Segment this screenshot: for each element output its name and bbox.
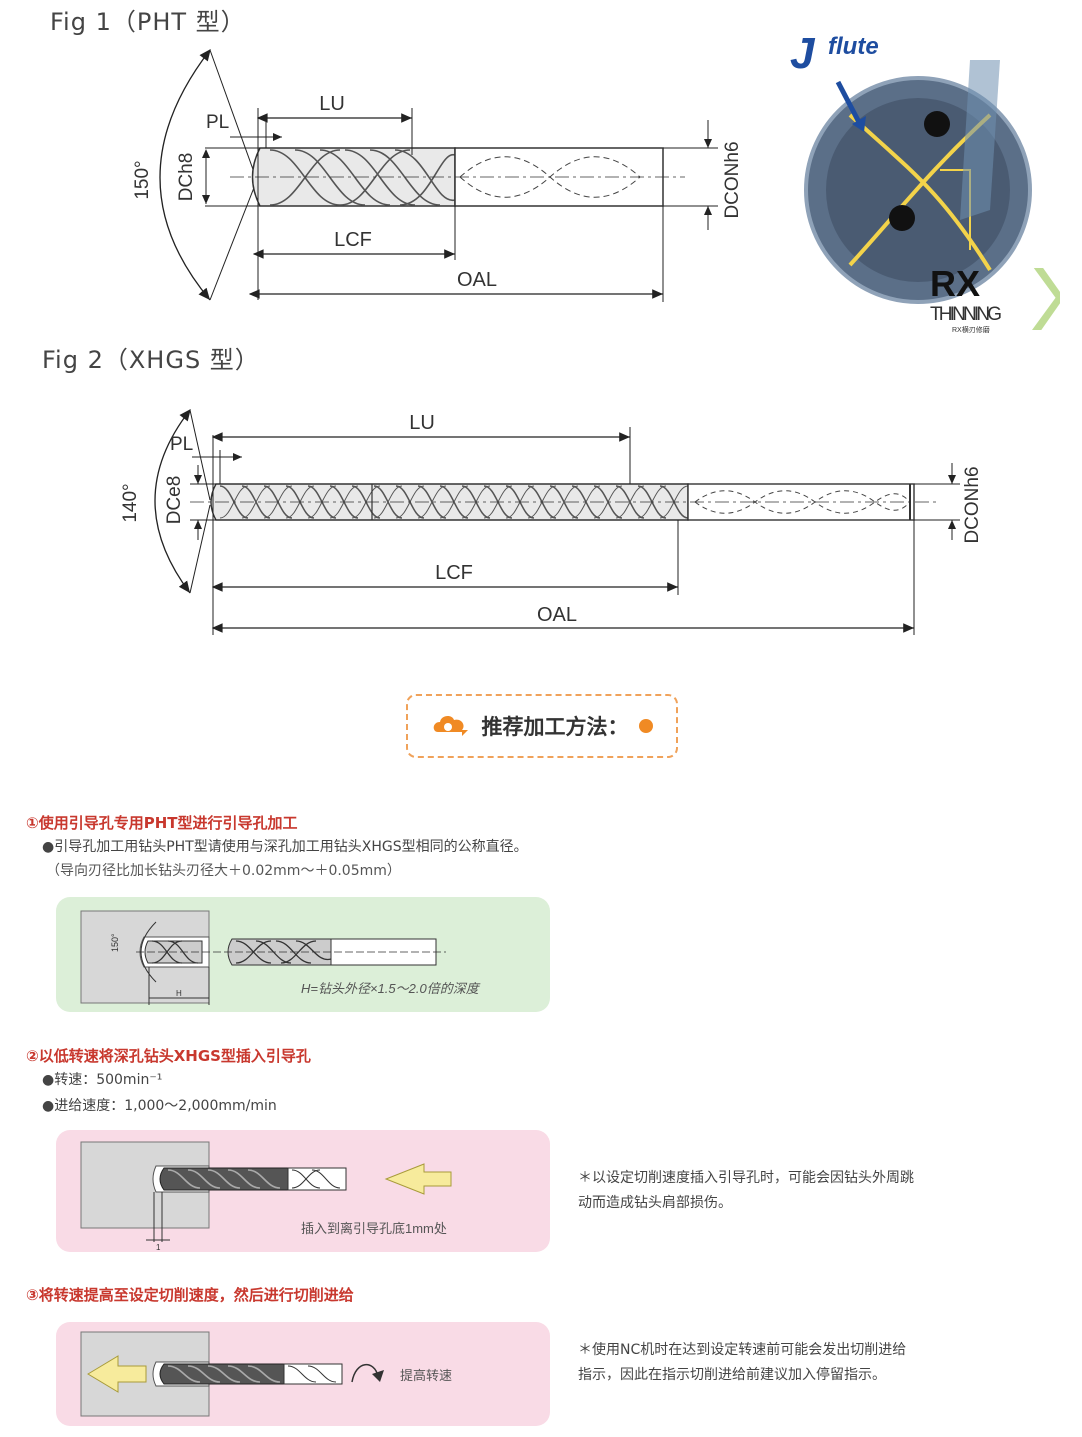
step3-title: ③将转速提高至设定切削速度，然后进行切削进给 [26, 1286, 354, 1304]
step1-bullet: ●引导孔加工用钻头PHT型请使用与深孔加工用钻头XHGS型相同的公称直径。 [42, 839, 528, 855]
step3-side-note: ＊使用NC机时在达到设定转速前可能会发出切削进给指示，因此在指示切削进给前建议加… [578, 1342, 907, 1383]
fig2-title: Fig 2（XHGS 型） [42, 346, 260, 374]
fig2-oal-label: OAL [537, 604, 577, 626]
fig1-flute-helix [269, 149, 456, 206]
fig2-lu-label: LU [409, 412, 435, 434]
retract-arrow-icon [87, 1355, 147, 1393]
insert-arrow-icon [384, 1163, 452, 1195]
fig2-angle-label: 140° [120, 483, 141, 522]
thinning-sub: RX横刃修磨 [952, 325, 990, 334]
orange-dot-icon [638, 719, 653, 733]
fig2-pl-label: PL [170, 434, 193, 455]
fig2-lcf-label: LCF [435, 562, 473, 584]
step1-caption: H=钻头外径×1.5～2.0倍的深度 [301, 981, 481, 996]
fig1-oal-label: OAL [457, 269, 497, 291]
fig1-title: Fig 1（PHT 型） [50, 8, 246, 36]
step2-illustration: 1 插入到离引导孔底1mm处 [80, 1141, 452, 1252]
step2-speed: ●转速：500min⁻¹ [42, 1072, 163, 1088]
fig1-lcf-label: LCF [334, 229, 372, 251]
jflute-text: flute [828, 33, 879, 60]
rx-x-text: X [1030, 250, 1060, 350]
step2-feed: ●进给速度：1,000～2,000mm/min [42, 1098, 277, 1114]
jflute-rx-logo: J flute RX X THINNING RX横刃修磨 [790, 29, 1060, 350]
fig1-angle-arc [159, 48, 211, 301]
step3-illustration: 提高转速 [80, 1331, 452, 1417]
step1-title: ①使用引导孔专用PHT型进行引导孔加工 [26, 814, 298, 832]
fig1-drawing: 150° PL LU DCh8 LCF OAL DCONh6 [132, 48, 743, 302]
step1-illustration: 150° H H=钻头外径×1.5～2.0倍的深度 [80, 910, 481, 1005]
thinning-text: THINNING [930, 304, 1002, 325]
fig2-dcon-label: DCONh6 [962, 466, 983, 543]
recommended-method-heading: 推荐加工方法： [406, 694, 678, 758]
step2-caption: 插入到离引导孔底1mm处 [301, 1221, 447, 1236]
step1-angle-label: 150° [110, 933, 120, 952]
step2-title: ②以低转速将深孔钻头XHGS型插入引导孔 [26, 1047, 311, 1065]
step3-caption: 提高转速 [400, 1368, 452, 1383]
heading-text: 推荐加工方法： [481, 715, 629, 739]
fig1-lu-label: LU [319, 93, 345, 115]
fig2-dc-label: DCe8 [164, 476, 185, 525]
step2-side-note: ＊以设定切削速度插入引导孔时，可能会因钻头外周跳动而造成钻头肩部损伤。 [578, 1170, 914, 1211]
fig1-dcon-label: DCONh6 [722, 141, 743, 218]
cloud-icon [433, 716, 468, 736]
fig2-drawing: 140° PL LU DCe8 LCF OAL DCONh6 [120, 408, 983, 635]
fig1-angle-label: 150° [132, 160, 153, 199]
fig2-angle-arc [154, 408, 191, 594]
rx-text: RX [930, 263, 980, 304]
jflute-j: J [790, 29, 816, 78]
step1-h-label: H [176, 989, 182, 998]
fig1-pl-label: PL [206, 112, 229, 133]
step2-dim-label: 1 [156, 1243, 161, 1252]
step1-note: （导向刃径比加长钻头刃径大＋0.02mm～＋0.05mm） [46, 863, 401, 879]
fig1-dc-label: DCh8 [176, 153, 197, 202]
